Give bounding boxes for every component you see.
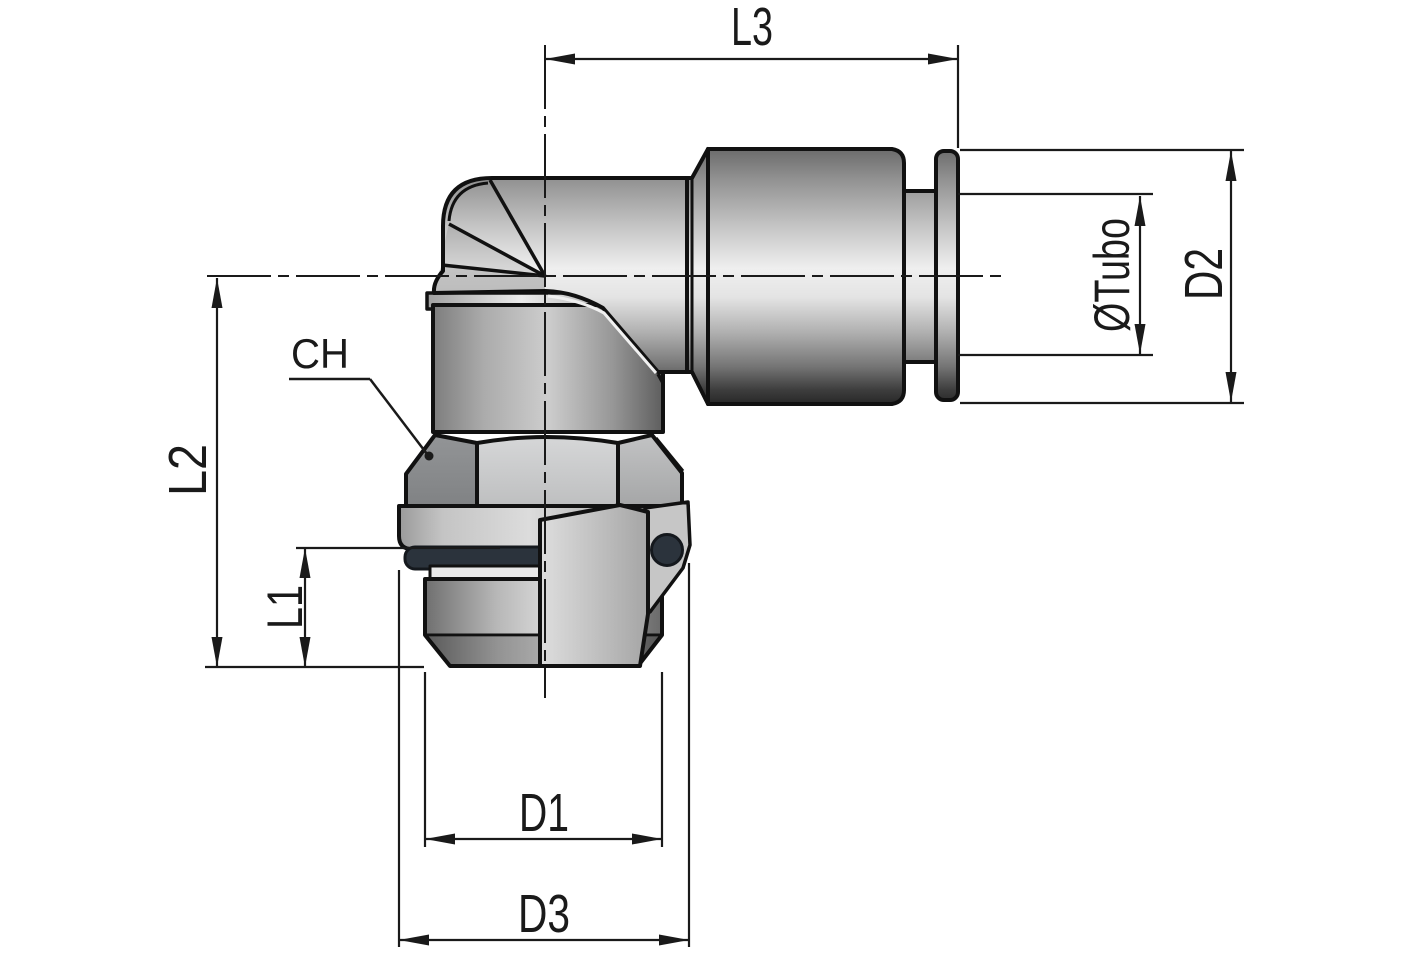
arrowhead-down	[299, 637, 311, 667]
arrowhead-up	[1134, 196, 1146, 226]
dimension-label-d3: D3	[518, 884, 570, 944]
arrowhead-up	[299, 548, 311, 578]
dimension-d2: D2	[960, 148, 1244, 405]
fitting-body	[425, 147, 960, 434]
dimension-tubo: ØTubo	[958, 192, 1153, 357]
arrowhead-right	[659, 934, 689, 946]
leader-line	[369, 378, 428, 455]
arrowhead-up	[211, 278, 223, 308]
hex-nut-facet-left	[404, 433, 479, 508]
hex-nut-facet-right	[616, 433, 684, 508]
dimension-l1: L1	[257, 546, 500, 667]
dimension-label-d1: D1	[519, 783, 569, 843]
hex-nut	[404, 433, 685, 508]
dimension-label-l3: L3	[731, 0, 773, 57]
dimension-label-l2: L2	[158, 444, 218, 496]
arrowhead-right	[928, 53, 958, 65]
arrowhead-left	[399, 934, 429, 946]
dimensions: L3 D2 ØTubo L2	[158, 0, 1244, 947]
dimension-label-l1: L1	[257, 585, 313, 629]
centerlines	[207, 45, 1003, 698]
elbow-fan-lines	[441, 179, 547, 278]
arrowhead-left	[545, 53, 575, 65]
saddle-highlight	[547, 294, 658, 374]
dimension-label-d2: D2	[1174, 248, 1234, 300]
hex-nut-chamfer-line	[654, 437, 685, 472]
elbow-shade-wedge	[435, 265, 545, 291]
section-cut-face	[538, 503, 650, 668]
hex-nut-facet-middle	[475, 435, 620, 508]
dimension-d3: D3	[397, 563, 691, 947]
arrowhead-down	[1134, 324, 1146, 354]
saddle-step-line	[656, 373, 665, 384]
o-ring-section	[650, 533, 684, 567]
arrowhead-left	[425, 833, 455, 845]
dimension-l3: L3	[545, 0, 960, 148]
arrowhead-up	[1225, 151, 1237, 181]
arrowhead-down	[1225, 372, 1237, 402]
elbow-body	[431, 176, 689, 374]
push-in-cartridge-body	[706, 147, 906, 406]
dimension-label-tubo: ØTubo	[1084, 218, 1140, 332]
ch-callout: CH	[289, 330, 434, 461]
thread-assembly	[397, 500, 692, 668]
arrowhead-down	[211, 637, 223, 667]
dimension-d1: D1	[423, 672, 664, 847]
arrowhead-right	[632, 833, 662, 845]
leader-dot	[424, 451, 434, 461]
ch-label: CH	[291, 330, 349, 377]
dimension-l2: L2	[158, 278, 424, 669]
